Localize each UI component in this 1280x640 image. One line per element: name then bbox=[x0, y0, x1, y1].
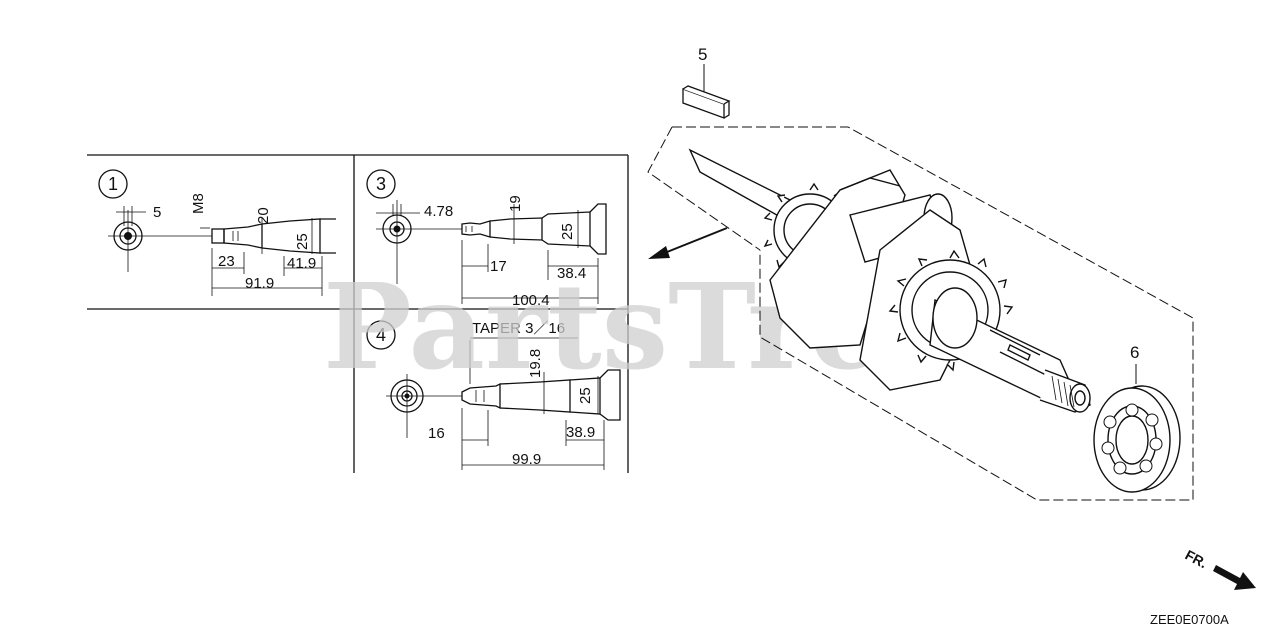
panel-number-circle-3 bbox=[366, 169, 396, 199]
dim-length-20: 20 bbox=[255, 207, 272, 224]
diagram-code: ZEE0E0700A bbox=[1150, 612, 1229, 627]
dimension-lines-3 bbox=[461, 204, 599, 304]
dim-total-length-91-9: 91.9 bbox=[245, 275, 274, 292]
shaft-side-view-1 bbox=[150, 218, 336, 254]
dim-diameter-19-8: 19.8 bbox=[527, 349, 544, 378]
panel-number-1: 1 bbox=[108, 174, 118, 194]
dim-key-width-3: 4.78 bbox=[424, 203, 453, 220]
taper-label: TAPER 3／16 bbox=[472, 320, 565, 337]
shaft-end-view-1 bbox=[108, 206, 150, 272]
shaft-variants-panel-frame bbox=[87, 154, 629, 473]
dim-length-41-9: 41.9 bbox=[287, 255, 316, 272]
panel-number-circle-1 bbox=[98, 169, 128, 199]
callout-bearing: 6 bbox=[1130, 343, 1139, 362]
dim-diameter-25-1: 25 bbox=[294, 233, 311, 250]
crankshaft bbox=[688, 148, 1091, 413]
dim-length-23: 23 bbox=[218, 253, 235, 270]
shaft-side-view-3 bbox=[440, 203, 607, 255]
dim-length-38-9: 38.9 bbox=[566, 424, 595, 441]
dim-diameter-25-3: 25 bbox=[559, 223, 576, 240]
dim-total-length-99-9: 99.9 bbox=[512, 451, 541, 468]
panel-number-4: 4 bbox=[376, 325, 386, 345]
dim-diameter-25-4: 25 bbox=[577, 387, 594, 404]
dim-total-length-100-4: 100.4 bbox=[512, 292, 550, 309]
dim-key-width-1: 5 bbox=[153, 204, 161, 221]
dimension-lines-4 bbox=[461, 340, 605, 470]
front-arrow-icon bbox=[1213, 565, 1256, 590]
dim-length-19-3: 19 bbox=[507, 195, 524, 212]
woodruff-key: 5 bbox=[682, 45, 731, 119]
dim-length-38-4: 38.4 bbox=[557, 265, 586, 282]
dim-length-16: 16 bbox=[428, 425, 445, 442]
shaft-side-view-4 bbox=[436, 369, 621, 421]
panel-number-circle-4 bbox=[366, 320, 396, 350]
dim-length-17: 17 bbox=[490, 258, 507, 275]
front-indicator: FR. bbox=[1183, 547, 1256, 590]
front-label: FR. bbox=[1183, 547, 1210, 572]
ball-bearing: 6 bbox=[1093, 343, 1181, 493]
callout-key: 5 bbox=[698, 45, 707, 64]
dim-thread-size-1: M8 bbox=[190, 193, 207, 214]
panel-1: 1 5 bbox=[98, 169, 336, 296]
shaft-end-view-3 bbox=[376, 200, 440, 284]
panel-4: 4 TAPER 3／16 bbox=[366, 320, 621, 470]
shaft-end-view-4 bbox=[386, 374, 436, 438]
panel-number-3: 3 bbox=[376, 174, 386, 194]
dimension-lines-1 bbox=[200, 218, 323, 296]
front-direction-arrow-icon bbox=[648, 227, 728, 259]
assembly-outline bbox=[647, 126, 1194, 501]
panel-3: 3 4.78 bbox=[366, 169, 607, 309]
